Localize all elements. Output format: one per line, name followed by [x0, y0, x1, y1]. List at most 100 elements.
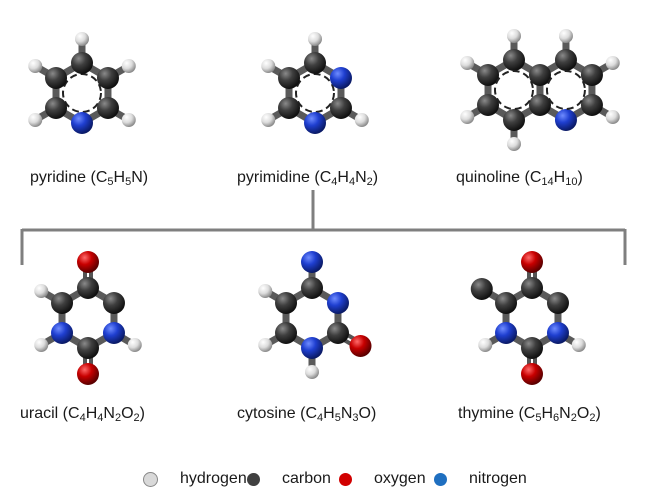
carbon-atom — [580, 64, 603, 86]
hydrogen-atom — [75, 32, 89, 46]
label-pyridine: pyridine (C5H5N) — [30, 169, 149, 188]
legend-label: hydrogen — [180, 470, 247, 487]
carbon-atom — [503, 109, 525, 131]
oxygen-atom — [349, 335, 372, 357]
nitrogen-atom — [304, 112, 326, 134]
hydrogen-atom — [34, 284, 49, 298]
nitrogen-atom — [51, 322, 74, 344]
carbon-atom — [304, 52, 326, 74]
cytosine-model — [258, 251, 372, 379]
carbon-atom — [102, 292, 125, 314]
carbon-atom — [45, 67, 68, 89]
nitrogen-atom — [546, 322, 569, 344]
nitrogen-atom — [326, 292, 349, 314]
carbon-atom — [278, 67, 301, 89]
hydrogen-atom — [121, 113, 136, 127]
molecule-models — [28, 29, 620, 385]
nitrogen-atom — [554, 109, 577, 131]
carbon-atom — [521, 277, 543, 299]
aromatic-ring — [295, 73, 335, 113]
nitrogen-atom — [301, 251, 323, 273]
carbon-atom — [96, 67, 119, 89]
legend-label: nitrogen — [469, 470, 527, 487]
aromatic-ring — [494, 70, 534, 110]
nitrogen-atom — [71, 112, 93, 134]
thymine-model — [470, 251, 586, 385]
carbon-atom — [477, 94, 500, 116]
carbon-atom — [45, 97, 68, 119]
connector — [20, 190, 627, 265]
carbon-atom — [528, 94, 551, 116]
label-thymine: thymine (C5H6N2O2) — [458, 405, 601, 424]
hydrogen-atom — [605, 110, 620, 124]
hydrogen-atom — [507, 137, 521, 151]
pyridine-model — [28, 32, 136, 134]
hydrogen-atom — [261, 113, 276, 127]
label-cytosine: cytosine (C4H5N3O) — [237, 405, 377, 424]
hydrogen-atom — [121, 59, 136, 73]
hydrogen-atom — [34, 338, 49, 352]
legend-nitrogen: nitrogen — [434, 469, 527, 489]
carbon-atom — [521, 337, 543, 359]
hydrogen-atom — [478, 338, 493, 352]
oxygen-atom — [521, 251, 543, 273]
carbon-atom — [275, 292, 298, 314]
uracil-model — [34, 251, 142, 385]
legend-oxygen: oxygen — [339, 469, 426, 489]
legend-label: oxygen — [374, 470, 426, 487]
hydrogen-atom — [507, 29, 521, 43]
hydrogen-atom — [28, 59, 43, 73]
hydrogen-atom — [354, 113, 369, 127]
legend-label: carbon — [282, 470, 331, 487]
carbon-atom — [77, 277, 99, 299]
carbon-atom — [275, 322, 298, 344]
carbon-atom — [51, 292, 74, 314]
hydrogen-atom — [460, 110, 475, 124]
oxygen-swatch-icon — [339, 472, 352, 486]
nitrogen-atom — [301, 337, 323, 359]
quinoline-model — [460, 29, 620, 151]
aromatic-ring — [62, 73, 102, 113]
oxygen-atom — [521, 363, 543, 385]
hydrogen-atom — [308, 32, 322, 46]
hydrogen-swatch-icon — [143, 471, 158, 487]
hydrogen-atom — [28, 113, 43, 127]
hydrogen-atom — [127, 338, 142, 352]
carbon-atom — [554, 49, 577, 71]
carbon-atom — [470, 278, 493, 300]
carbon-atom — [477, 64, 500, 86]
carbon-atom — [77, 337, 99, 359]
hydrogen-atom — [558, 29, 573, 43]
hydrogen-atom — [605, 56, 620, 70]
pyrimidine-model — [261, 32, 369, 134]
legend-hydrogen: hydrogen — [143, 469, 247, 489]
carbon-atom — [326, 322, 349, 344]
aromatic-ring — [545, 70, 586, 110]
carbon-atom — [528, 64, 551, 86]
label-quinoline: quinoline (C14H10) — [456, 169, 583, 188]
hydrogen-atom — [261, 59, 276, 73]
carbon-atom — [546, 292, 569, 314]
legend-carbon: carbon — [247, 469, 331, 489]
label-pyrimidine: pyrimidine (C4H4N2) — [237, 169, 379, 188]
carbon-atom — [278, 97, 301, 119]
hydrogen-atom — [258, 338, 273, 352]
nitrogen-atom — [329, 67, 352, 89]
hydrogen-atom — [460, 56, 475, 70]
hydrogen-atom — [305, 365, 319, 379]
carbon-atom — [329, 97, 352, 119]
nitrogen-atom — [495, 322, 518, 344]
hydrogen-atom — [258, 284, 273, 298]
oxygen-atom — [77, 363, 99, 385]
oxygen-atom — [77, 251, 99, 273]
carbon-atom — [495, 292, 518, 314]
carbon-atom — [503, 49, 525, 71]
carbon-atom — [96, 97, 119, 119]
hydrogen-atom — [571, 338, 586, 352]
carbon-atom — [301, 277, 323, 299]
nitrogen-swatch-icon — [434, 472, 447, 486]
nitrogen-atom — [102, 322, 125, 344]
carbon-atom — [71, 52, 93, 74]
